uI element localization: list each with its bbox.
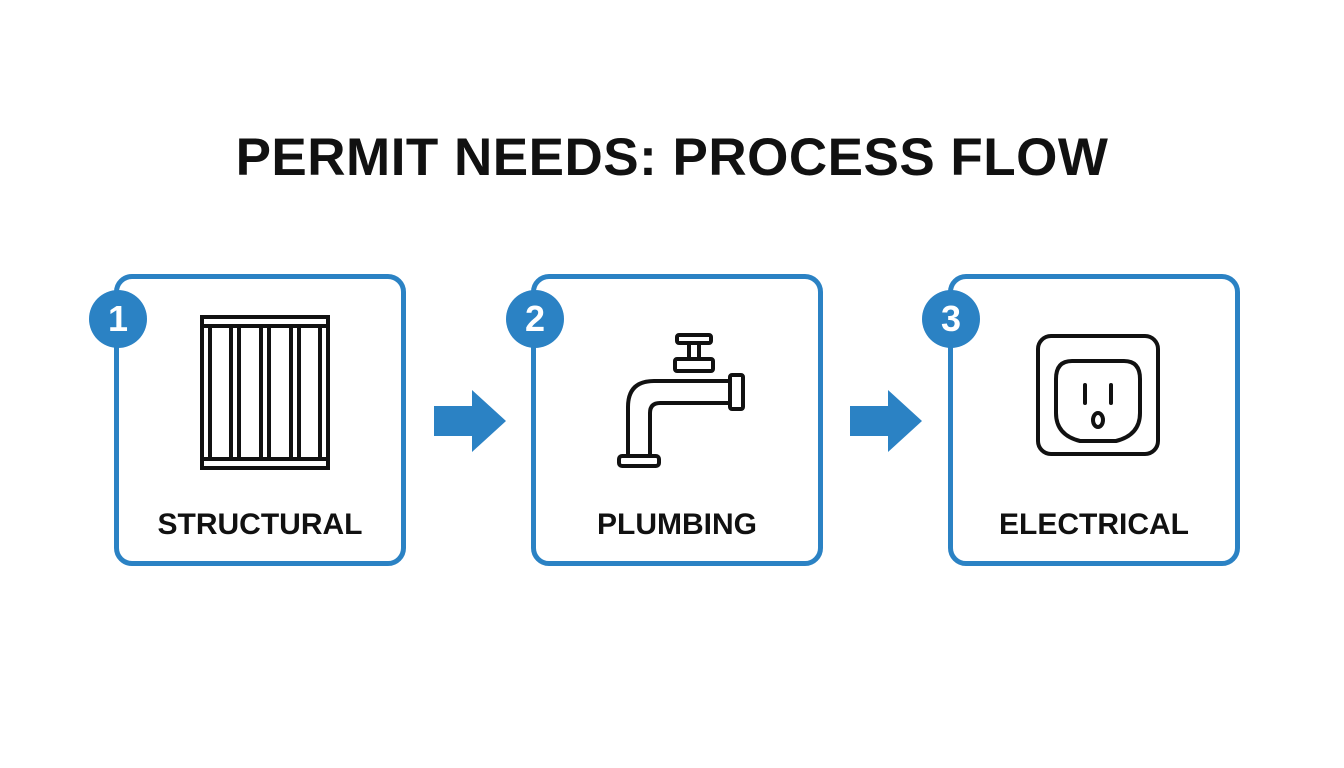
step-number-badge: 3 — [922, 290, 980, 348]
right-arrow-icon — [434, 390, 508, 452]
step-number-badge: 2 — [506, 290, 564, 348]
wall-framing-icon — [185, 313, 335, 473]
step-label: PLUMBING — [597, 508, 757, 541]
step-number-badge: 1 — [89, 290, 147, 348]
step-structural: STRUCTURAL — [114, 274, 406, 566]
faucet-icon — [602, 313, 752, 473]
step-label: STRUCTURAL — [157, 508, 363, 541]
step-electrical: ELECTRICAL — [948, 274, 1240, 566]
electrical-outlet-icon — [1019, 313, 1169, 473]
step-plumbing: PLUMBING — [531, 274, 823, 566]
right-arrow-icon — [850, 390, 924, 452]
diagram-title: PERMIT NEEDS: PROCESS FLOW — [235, 128, 1109, 187]
step-label: ELECTRICAL — [999, 508, 1189, 541]
